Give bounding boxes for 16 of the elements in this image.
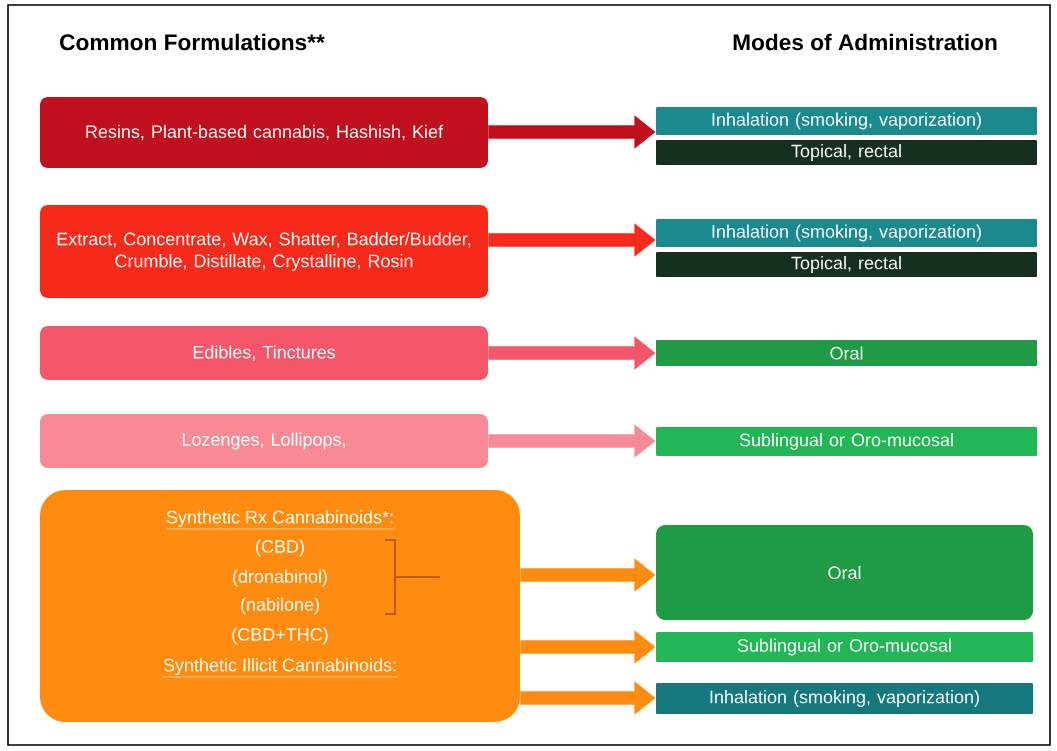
formulation-box: Edibles, Tinctures [40, 326, 488, 380]
mode-box: Topical, rectal [656, 252, 1037, 277]
mode-box: Inhalation (smoking, vaporization) [656, 219, 1037, 247]
mode-box: Oral [656, 340, 1037, 366]
mode-box: Sublingual or Oro-mucosal [656, 632, 1033, 662]
mode-box: Sublingual or Oro-mucosal [656, 427, 1037, 456]
mode-box: Topical, rectal [656, 140, 1037, 165]
formulation-box: Synthetic Rx Cannabinoids*: (CBD) (dronabinol) (nabilone) (CBD+THC) Synthetic Illicit Cannabinoids: [40, 490, 520, 722]
mode-box: Oral [656, 525, 1033, 620]
formulation-box: Resins, Plant-based cannabis, Hashish, Kief [40, 97, 488, 168]
column-heading: Modes of Administration [733, 33, 997, 51]
formulation-box: Extract, Concentrate, Wax, Shatter, Badder/Budder, Crumble, Distillate, Crystalline, Rosin [40, 205, 488, 298]
mode-box: Inhalation (smoking, vaporization) [656, 107, 1037, 135]
mode-box: Inhalation (smoking, vaporization) [656, 683, 1033, 714]
formulation-box: Lozenges, Lollipops, [40, 414, 488, 468]
column-heading: Common Formulations** [60, 33, 325, 51]
